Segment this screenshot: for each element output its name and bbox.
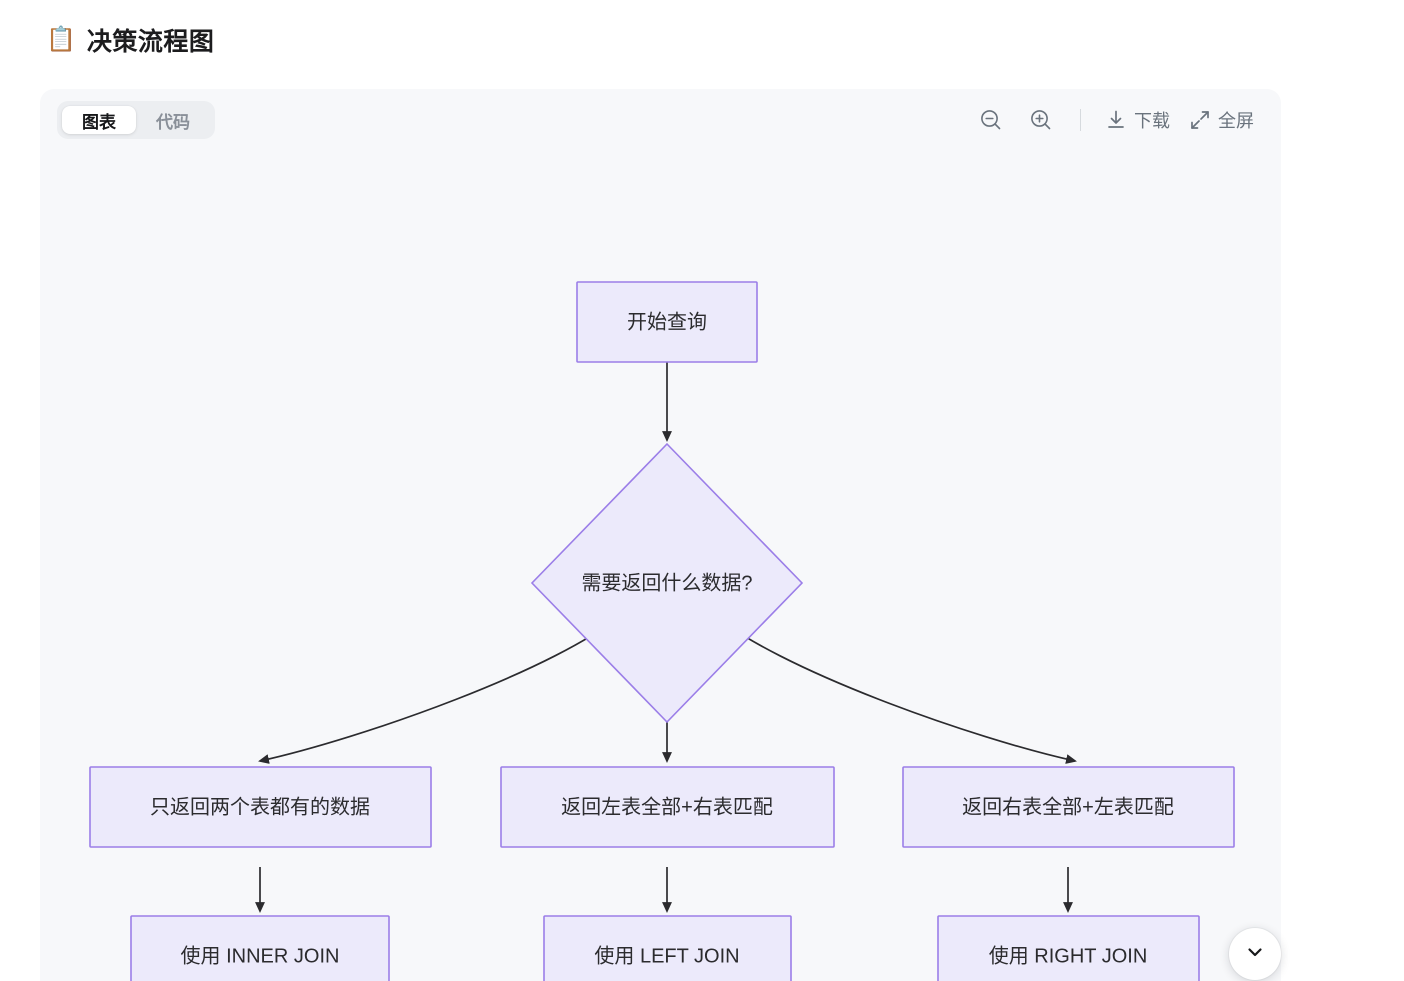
node-result-right-join-shape [937, 915, 1200, 981]
node-result-right-join[interactable]: 使用 RIGHT JOIN [937, 915, 1200, 981]
zoom-in-icon [1028, 107, 1054, 133]
node-result-right-join-label: 使用 RIGHT JOIN [989, 944, 1148, 967]
diagram-toolbar: 下载 全屏 [966, 101, 1263, 139]
clipboard-icon: 📋 [46, 26, 76, 53]
node-result-left-join-label: 使用 LEFT JOIN [594, 944, 739, 967]
flowchart-svg: 开始查询 需要返回什么数据? 只返回两个表都有的数据 返回左表全部+右表匹配 [89, 281, 1235, 981]
scroll-down-button[interactable] [1229, 928, 1281, 980]
page-title: 📋 决策流程图 [46, 22, 214, 58]
fullscreen-button[interactable]: 全屏 [1179, 103, 1263, 137]
zoom-out-button[interactable] [966, 103, 1016, 137]
node-choice-right-shape [902, 766, 1235, 848]
fullscreen-label: 全屏 [1218, 111, 1254, 131]
panel-header: 图表 代码 [40, 89, 1281, 159]
node-result-inner-join-label: 使用 INNER JOIN [181, 944, 340, 967]
node-decision-label: 需要返回什么数据? [581, 571, 752, 594]
download-button[interactable]: 下载 [1095, 103, 1179, 137]
node-choice-left-shape [500, 766, 835, 848]
chevron-down-icon [1244, 941, 1266, 968]
node-choice-inner-label: 只返回两个表都有的数据 [150, 795, 370, 818]
node-result-left-join-shape [543, 915, 792, 981]
download-icon [1104, 108, 1128, 132]
zoom-in-button[interactable] [1016, 103, 1066, 137]
node-choice-inner-shape [89, 766, 432, 848]
flowchart-nodes: 开始查询 需要返回什么数据? 只返回两个表都有的数据 返回左表全部+右表匹配 [89, 281, 1235, 981]
node-result-inner-join-shape [130, 915, 390, 981]
flowchart-canvas[interactable]: 开始查询 需要返回什么数据? 只返回两个表都有的数据 返回左表全部+右表匹配 [40, 159, 1281, 981]
edge-decide-c3 [708, 610, 1077, 764]
node-start[interactable]: 开始查询 [576, 281, 758, 363]
diagram-panel: 图表 代码 [40, 89, 1281, 981]
node-choice-inner[interactable]: 只返回两个表都有的数据 [89, 766, 432, 848]
node-start-shape [576, 281, 758, 363]
edge-decide-c1 [258, 610, 627, 764]
node-result-left-join[interactable]: 使用 LEFT JOIN [543, 915, 792, 981]
node-choice-left-label: 返回左表全部+右表匹配 [561, 795, 773, 818]
node-decision[interactable]: 需要返回什么数据? [530, 442, 804, 724]
toolbar-divider [1080, 109, 1081, 131]
tab-chart[interactable]: 图表 [62, 106, 136, 134]
download-label: 下载 [1134, 111, 1170, 131]
node-choice-right-label: 返回右表全部+左表匹配 [962, 795, 1174, 818]
node-result-inner-join[interactable]: 使用 INNER JOIN [130, 915, 390, 981]
tab-code[interactable]: 代码 [156, 112, 190, 132]
fullscreen-icon [1188, 108, 1212, 132]
node-choice-right[interactable]: 返回右表全部+左表匹配 [902, 766, 1235, 848]
zoom-out-icon [978, 107, 1004, 133]
view-mode-tabs: 图表 代码 [57, 101, 215, 139]
node-start-label: 开始查询 [627, 310, 707, 333]
node-choice-left[interactable]: 返回左表全部+右表匹配 [500, 766, 835, 848]
page-title-text: 决策流程图 [86, 28, 215, 56]
node-decision-shape [530, 442, 804, 724]
